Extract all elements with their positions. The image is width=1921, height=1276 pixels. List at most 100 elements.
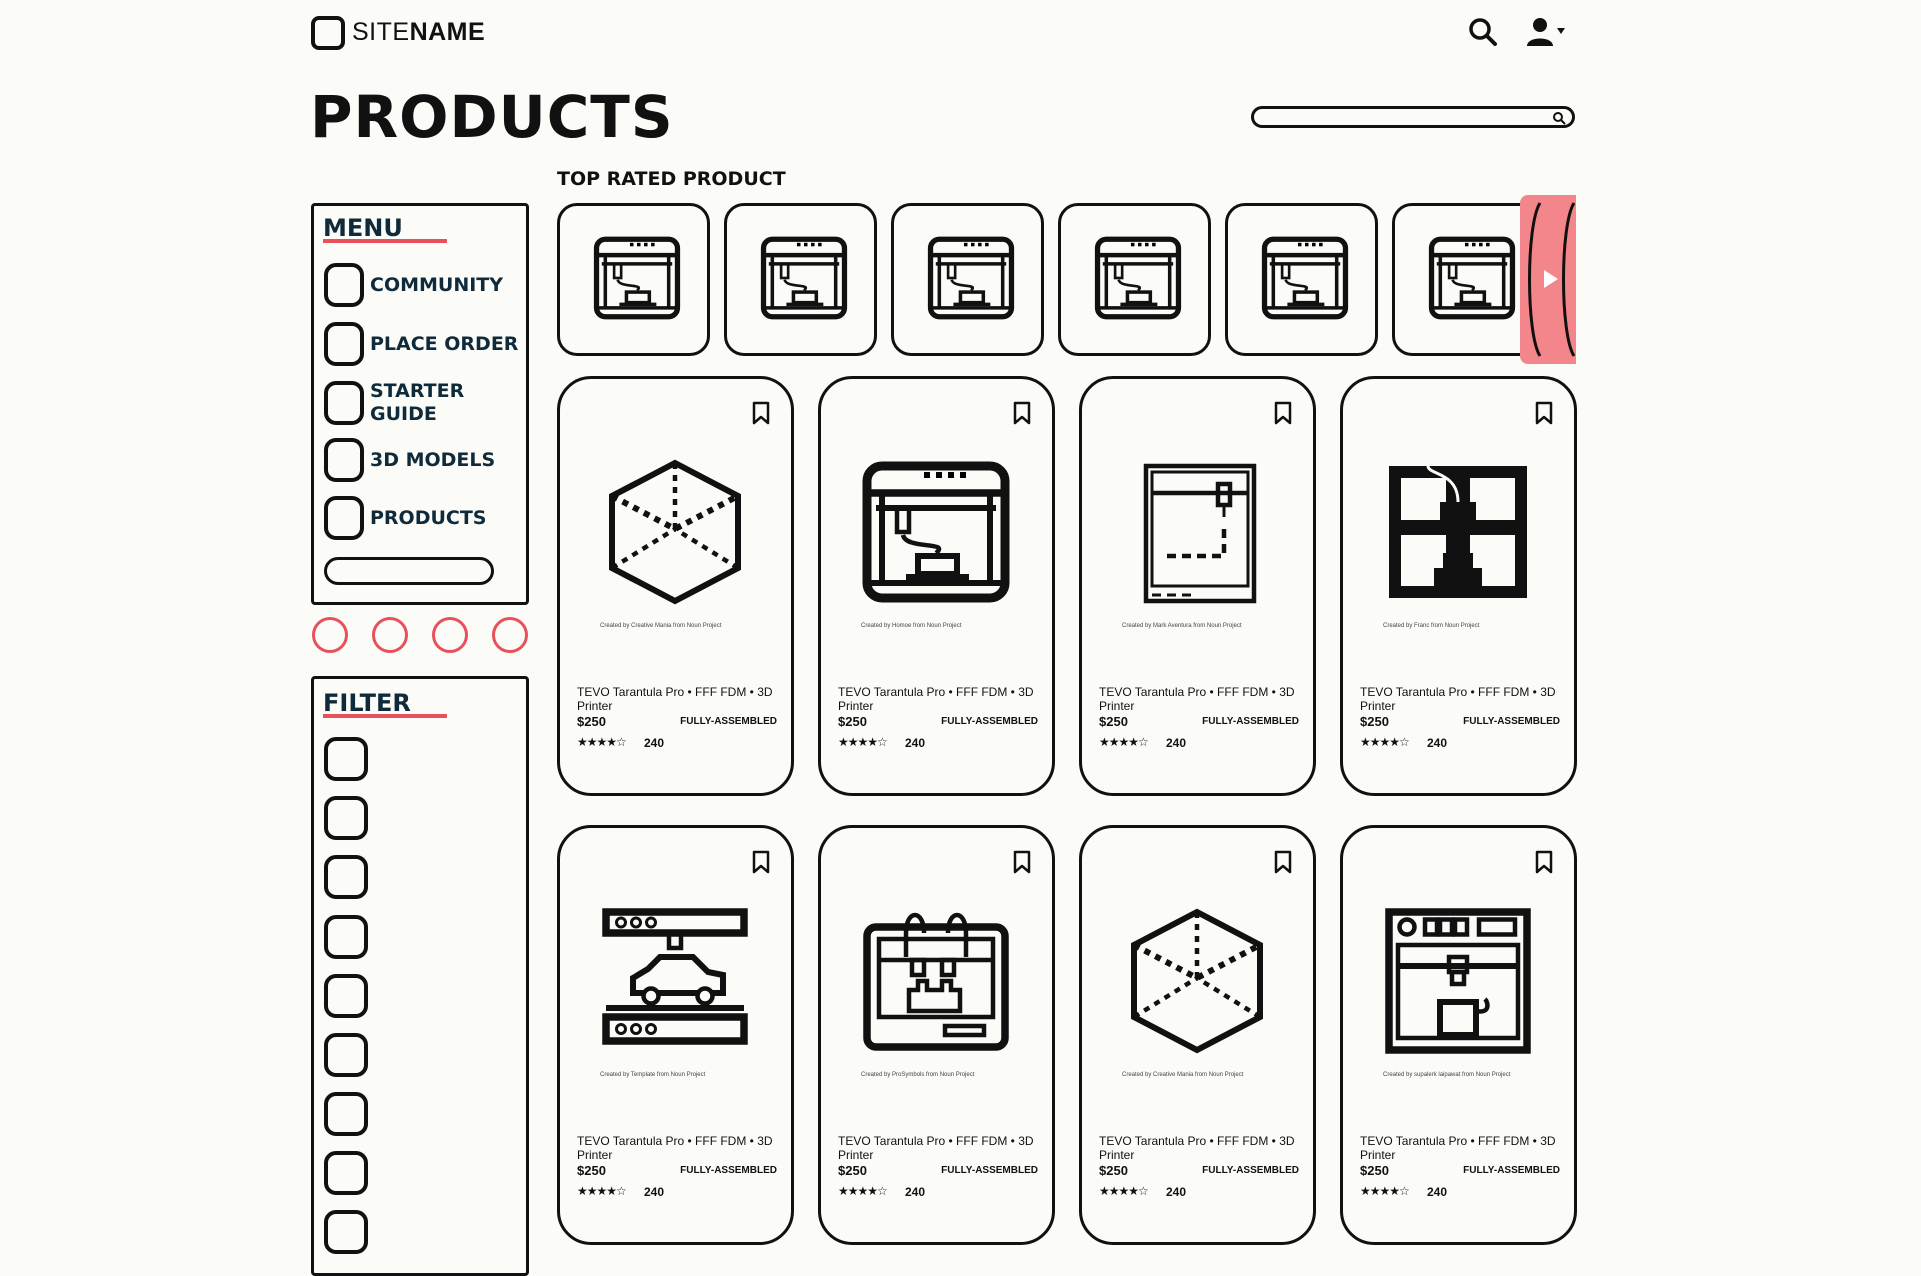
image-credit: Created by Creative Mania from Noun Proj… [600, 623, 722, 629]
product-price: $250 [577, 714, 606, 729]
product-price: $250 [838, 714, 867, 729]
rating-count: 240 [1166, 736, 1187, 750]
3d-printer-icon [593, 236, 681, 320]
menu-item-3d-models[interactable]: 3D MODELS [324, 438, 495, 482]
3d-printer-icon [1094, 236, 1182, 320]
bookmark-icon[interactable] [1013, 401, 1031, 425]
filter-checkbox[interactable] [324, 855, 368, 899]
product-card[interactable]: Created by Mark Aventura from Noun Proje… [1079, 376, 1316, 796]
menu-item-place-order[interactable]: PLACE ORDER [324, 322, 518, 366]
pagination-dot[interactable] [372, 617, 408, 653]
bookmark-icon[interactable] [752, 850, 770, 874]
bookmark-icon[interactable] [1535, 850, 1553, 874]
play-arrow-icon [1528, 202, 1576, 357]
assembly-tag: FULLY-ASSEMBLED [1463, 716, 1560, 727]
menu-item-label: PRODUCTS [370, 506, 487, 529]
filter-checkbox[interactable] [324, 1092, 368, 1136]
bookmark-icon[interactable] [752, 401, 770, 425]
product-card[interactable]: Created by Creative Mania from Noun Proj… [557, 376, 794, 796]
product-card[interactable]: Created by Creative Mania from Noun Proj… [1079, 825, 1316, 1245]
rating-count: 240 [1427, 1185, 1448, 1199]
rating-count: 240 [644, 1185, 665, 1199]
filter-underline [323, 714, 447, 718]
product-title[interactable]: TEVO Tarantula Pro • FFF FDM • 3D Printe… [1360, 1134, 1556, 1162]
menu-item-products[interactable]: PRODUCTS [324, 496, 487, 540]
top-rated-thumb[interactable] [1058, 203, 1211, 356]
menu-checkbox[interactable] [324, 263, 364, 307]
top-rated-thumb[interactable] [724, 203, 877, 356]
logo-suffix: NAME [409, 18, 486, 46]
pagination-dot[interactable] [492, 617, 528, 653]
menu-pill-button[interactable] [324, 557, 494, 585]
bookmark-icon[interactable] [1013, 850, 1031, 874]
star-rating: ★★★★☆ [1099, 1184, 1149, 1198]
bookmark-icon[interactable] [1274, 401, 1292, 425]
filter-checkbox[interactable] [324, 1210, 368, 1254]
top-rated-thumb[interactable] [1392, 203, 1545, 356]
product-title[interactable]: TEVO Tarantula Pro • FFF FDM • 3D Printe… [577, 1134, 773, 1162]
frame-printer-icon [1143, 463, 1257, 604]
filter-checkbox[interactable] [324, 974, 368, 1018]
product-title[interactable]: TEVO Tarantula Pro • FFF FDM • 3D Printe… [1099, 1134, 1295, 1162]
menu-item-label: COMMUNITY [370, 273, 504, 296]
star-rating: ★★★★☆ [1099, 735, 1149, 749]
3d-printer-icon [1261, 236, 1349, 320]
search-icon[interactable] [1467, 16, 1499, 48]
filter-title: FILTER [323, 689, 411, 717]
carousel-next-button[interactable] [1520, 195, 1576, 364]
pagination-dot[interactable] [432, 617, 468, 653]
logo-mark[interactable] [311, 16, 345, 50]
top-rated-title: TOP RATED PRODUCT [557, 168, 786, 190]
rating-count: 240 [644, 736, 665, 750]
page-title: PRODUCTS [310, 83, 674, 151]
menu-checkbox[interactable] [324, 496, 364, 540]
product-title[interactable]: TEVO Tarantula Pro • FFF FDM • 3D Printe… [1099, 685, 1295, 713]
image-credit: Created by Template from Noun Project [600, 1072, 706, 1078]
menu-item-starter-guide[interactable]: STARTER GUIDE [324, 380, 480, 426]
filter-checkbox[interactable] [324, 737, 368, 781]
product-price: $250 [1360, 1163, 1389, 1178]
assembly-tag: FULLY-ASSEMBLED [1463, 1165, 1560, 1176]
product-title[interactable]: TEVO Tarantula Pro • FFF FDM • 3D Printe… [838, 1134, 1034, 1162]
assembly-tag: FULLY-ASSEMBLED [1202, 1165, 1299, 1176]
logo-prefix: SITE [352, 18, 410, 46]
pagination-dot[interactable] [312, 617, 348, 653]
menu-item-label: STARTER GUIDE [370, 380, 465, 425]
site-logo[interactable]: SITENAME [352, 18, 485, 47]
bookmark-icon[interactable] [1274, 850, 1292, 874]
filter-checkbox[interactable] [324, 1033, 368, 1077]
menu-title: MENU [323, 214, 403, 242]
star-rating: ★★★★☆ [1360, 735, 1410, 749]
rating-count: 240 [905, 1185, 926, 1199]
top-rated-thumb[interactable] [891, 203, 1044, 356]
assembly-tag: FULLY-ASSEMBLED [941, 1165, 1038, 1176]
product-price: $250 [1360, 714, 1389, 729]
product-title[interactable]: TEVO Tarantula Pro • FFF FDM • 3D Printe… [838, 685, 1034, 713]
top-rated-thumb[interactable] [557, 203, 710, 356]
3d-printer-icon [760, 236, 848, 320]
car-printer-icon [602, 908, 748, 1045]
menu-checkbox[interactable] [324, 381, 364, 425]
rating-count: 240 [1427, 736, 1448, 750]
filter-checkbox[interactable] [324, 1151, 368, 1195]
filter-checkbox[interactable] [324, 796, 368, 840]
star-rating: ★★★★☆ [1360, 1184, 1410, 1198]
product-title[interactable]: TEVO Tarantula Pro • FFF FDM • 3D Printe… [1360, 685, 1556, 713]
control-panel-printer-icon [1385, 908, 1531, 1054]
search-input[interactable] [1251, 106, 1575, 128]
search-icon[interactable] [1552, 111, 1566, 125]
menu-item-community[interactable]: COMMUNITY [324, 263, 503, 307]
bookmark-icon[interactable] [1535, 401, 1553, 425]
user-dropdown-icon[interactable] [1525, 16, 1567, 48]
product-title[interactable]: TEVO Tarantula Pro • FFF FDM • 3D Printe… [577, 685, 773, 713]
top-rated-thumb[interactable] [1225, 203, 1378, 356]
product-card[interactable]: Created by supalerk laipawat from Noun P… [1340, 825, 1577, 1245]
filter-checkbox[interactable] [324, 915, 368, 959]
menu-checkbox[interactable] [324, 322, 364, 366]
assembly-tag: FULLY-ASSEMBLED [941, 716, 1038, 727]
menu-checkbox[interactable] [324, 438, 364, 482]
